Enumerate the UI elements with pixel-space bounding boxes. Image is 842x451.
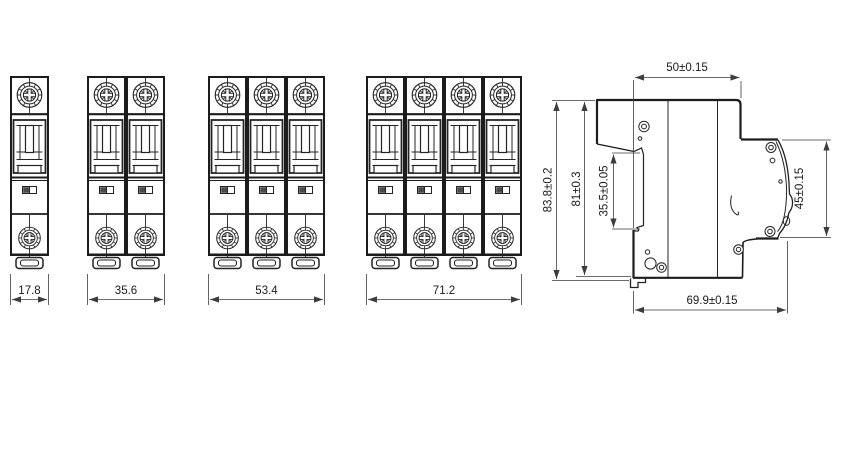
rivet-circles xyxy=(637,120,783,273)
front-view-2pole xyxy=(88,77,164,269)
dimension-4pole-width: 71.2 xyxy=(366,274,522,305)
pole-module xyxy=(367,77,404,269)
din-chamfer xyxy=(596,143,635,153)
pole-module xyxy=(11,77,48,269)
front-face-inner-curve xyxy=(775,141,788,232)
dimension-overall-height: 83.8±0.2 xyxy=(543,100,629,281)
front-view-3pole xyxy=(209,77,324,269)
dimension-3pole-width: 53.4 xyxy=(208,274,325,305)
dim-label-4pole-width: 71.2 xyxy=(433,285,455,297)
front-face-outer-curve xyxy=(777,139,794,239)
dimension-front-panel-height: 45±0.15 xyxy=(780,139,831,238)
dim-label-overall-depth: 69.9±0.15 xyxy=(686,295,737,307)
pole-module xyxy=(88,77,125,269)
dimension-1pole-width: 17.8 xyxy=(10,274,49,305)
dimension-body-height: 81±0.3 xyxy=(571,102,631,277)
dim-label-overall-height: 83.8±0.2 xyxy=(543,168,555,213)
dim-label-body-height: 81±0.3 xyxy=(571,171,583,206)
pole-module xyxy=(406,77,443,269)
pole-module xyxy=(484,77,521,269)
dim-label-1pole-width: 17.8 xyxy=(18,285,40,297)
dim-label-top-width: 50±0.15 xyxy=(666,62,708,74)
front-view-4pole xyxy=(367,77,521,269)
housing-seam-lines xyxy=(667,101,718,277)
side-view xyxy=(595,98,794,289)
pole-module xyxy=(248,77,285,269)
dim-label-3pole-width: 53.4 xyxy=(255,285,278,297)
dim-label-din-slot-height: 35.5±0.05 xyxy=(599,165,611,216)
din-recess xyxy=(633,147,645,232)
pole-module xyxy=(209,77,246,269)
dimension-top-width: 50±0.15 xyxy=(633,62,742,228)
dim-label-front-panel-height: 45±0.15 xyxy=(794,168,806,210)
pole-module xyxy=(445,77,482,269)
spring-detail xyxy=(730,195,739,216)
front-bottom-step xyxy=(741,238,758,278)
din-release-tab xyxy=(629,278,647,289)
toggle-edge-detail xyxy=(782,216,791,226)
dim-label-2pole-width: 35.6 xyxy=(115,285,137,297)
dimension-2pole-width: 35.6 xyxy=(87,274,165,305)
side-outline-top xyxy=(595,98,742,144)
pole-module xyxy=(287,77,324,269)
dimension-overall-depth: 69.9±0.15 xyxy=(633,241,788,314)
dimension-din-slot-height: 35.5±0.05 xyxy=(599,152,640,230)
pole-module xyxy=(127,77,164,269)
front-view-1pole xyxy=(11,77,48,269)
